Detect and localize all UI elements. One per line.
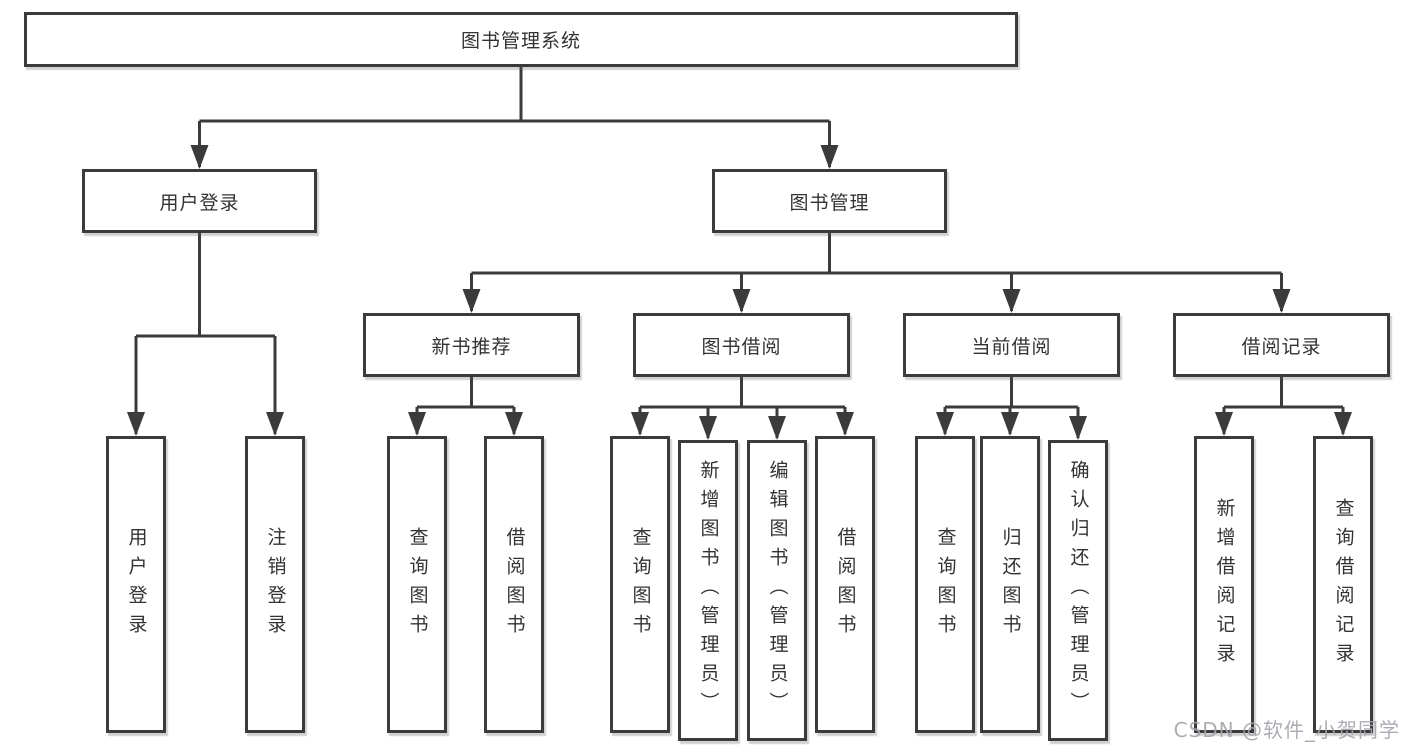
leaf-confirm-return-admin: 确认归还（管理员） <box>1048 440 1108 741</box>
leaf-add-book-admin-label: 新增图书（管理员） <box>697 460 720 721</box>
node-book-borrow: 图书借阅 <box>633 313 850 377</box>
connector-book-management-children <box>470 233 1283 311</box>
node-book-borrow-label: 图书借阅 <box>701 335 782 358</box>
connector-borrow-record-children <box>1222 377 1345 434</box>
leaf-return-book-label: 归还图书 <box>999 526 1022 643</box>
node-user-login: 用户登录 <box>82 169 317 233</box>
leaf-edit-book-admin-label: 编辑图书（管理员） <box>766 460 789 721</box>
leaf-logout-label: 注销登录 <box>264 526 287 643</box>
leaf-confirm-return-admin-label: 确认归还（管理员） <box>1067 460 1090 721</box>
leaf-edit-book-admin: 编辑图书（管理员） <box>747 440 807 741</box>
node-new-book-recommend-label: 新书推荐 <box>431 335 512 358</box>
connector-root <box>198 67 831 167</box>
leaf-query-books-recommend-label: 查询图书 <box>406 526 429 643</box>
leaf-user-login-label: 用户登录 <box>125 526 148 643</box>
connector-current-borrow-children <box>943 377 1080 438</box>
leaf-borrow-books-recommend-label: 借阅图书 <box>503 526 526 643</box>
leaf-add-book-admin: 新增图书（管理员） <box>678 440 738 741</box>
leaf-query-books-current: 查询图书 <box>915 436 975 733</box>
node-root-label: 图书管理系统 <box>460 30 581 52</box>
node-new-book-recommend: 新书推荐 <box>363 313 580 377</box>
leaf-borrow-books-label: 借阅图书 <box>834 526 857 643</box>
node-root: 图书管理系统 <box>24 12 1018 67</box>
leaf-user-login: 用户登录 <box>106 436 166 733</box>
node-book-management-label: 图书管理 <box>789 191 870 214</box>
node-current-borrow-label: 当前借阅 <box>971 335 1052 358</box>
node-current-borrow: 当前借阅 <box>903 313 1120 377</box>
leaf-borrow-books-recommend: 借阅图书 <box>484 436 544 733</box>
connector-new-book-children <box>415 377 516 434</box>
connector-user-login-children <box>134 233 277 434</box>
connector-book-borrow-children <box>638 377 847 438</box>
leaf-logout: 注销登录 <box>245 436 305 733</box>
leaf-query-books-borrow-label: 查询图书 <box>629 526 652 643</box>
leaf-borrow-books: 借阅图书 <box>815 436 875 733</box>
leaf-query-books-borrow: 查询图书 <box>610 436 670 733</box>
watermark-text: CSDN @软件_小贺同学 <box>1173 718 1400 742</box>
node-borrow-records: 借阅记录 <box>1173 313 1390 377</box>
leaf-add-borrow-record-label: 新增借阅记录 <box>1213 497 1236 672</box>
leaf-query-borrow-record-label: 查询借阅记录 <box>1332 497 1355 672</box>
node-user-login-label: 用户登录 <box>159 191 240 214</box>
node-borrow-records-label: 借阅记录 <box>1241 335 1322 358</box>
leaf-return-book: 归还图书 <box>980 436 1040 733</box>
leaf-query-books-recommend: 查询图书 <box>387 436 447 733</box>
leaf-query-borrow-record: 查询借阅记录 <box>1313 436 1373 733</box>
node-book-management: 图书管理 <box>712 169 947 233</box>
leaf-add-borrow-record: 新增借阅记录 <box>1194 436 1254 733</box>
leaf-query-books-current-label: 查询图书 <box>934 526 957 643</box>
